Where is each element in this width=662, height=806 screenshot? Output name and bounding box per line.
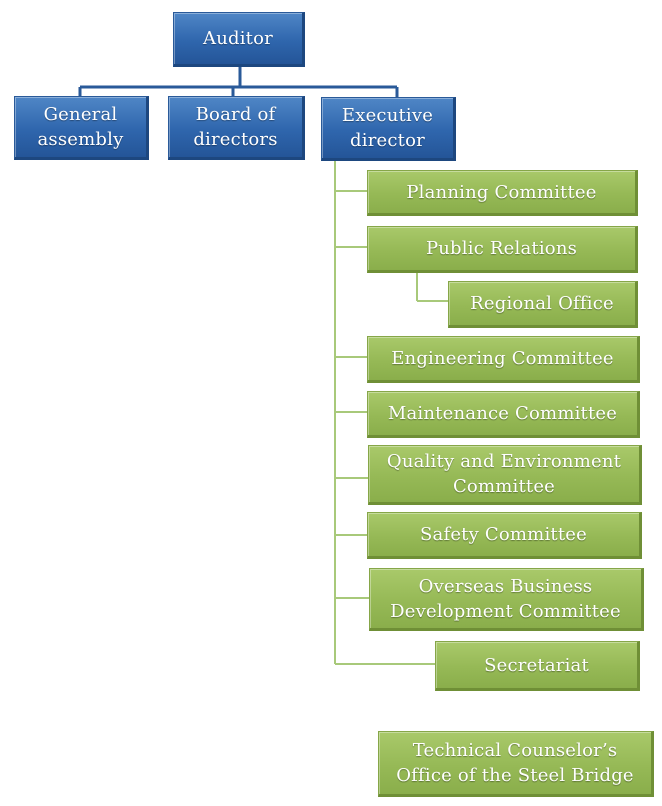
auditor-box: Auditor [173, 12, 305, 67]
overseas-business-committee-label: Overseas Business Development Committee [390, 575, 621, 622]
public-relations-label: Public Relations [425, 238, 578, 259]
planning-committee-box: Planning Committee [367, 170, 638, 216]
maintenance-committee-label: Maintenance Committee [387, 403, 618, 424]
safety-committee-box: Safety Committee [367, 512, 642, 559]
maintenance-committee-box: Maintenance Committee [367, 391, 640, 438]
technical-counselor-label: Technical Counselor’s Office of the Stee… [396, 740, 634, 786]
overseas-business-committee-box: Overseas Business Development Committee [369, 568, 644, 631]
engineering-committee-label: Engineering Committee [391, 348, 614, 369]
quality-environment-committee-label: Quality and Environment Committee [386, 451, 622, 497]
general-assembly-box: General assembly [14, 96, 149, 160]
quality-environment-committee-box: Quality and Environment Committee [368, 445, 642, 505]
auditor-label: Auditor [203, 28, 273, 49]
executive-director-box: Executive director [321, 97, 456, 161]
technical-counselor-box: Technical Counselor’s Office of the Stee… [378, 731, 654, 797]
regional-office-box: Regional Office [448, 281, 638, 328]
secretariat-box: Secretariat [435, 641, 640, 691]
planning-committee-label: Planning Committee [406, 181, 597, 203]
board-of-directors-label: Board of directors [193, 104, 278, 150]
secretariat-label: Secretariat [484, 654, 589, 676]
public-relations-box: Public Relations [367, 226, 638, 273]
engineering-committee-box: Engineering Committee [367, 336, 640, 383]
safety-committee-label: Safety Committee [420, 524, 587, 545]
general-assembly-label: General assembly [37, 104, 124, 150]
executive-director-label: Executive director [341, 105, 434, 151]
regional-office-label: Regional Office [470, 293, 614, 314]
board-of-directors-box: Board of directors [168, 96, 305, 160]
